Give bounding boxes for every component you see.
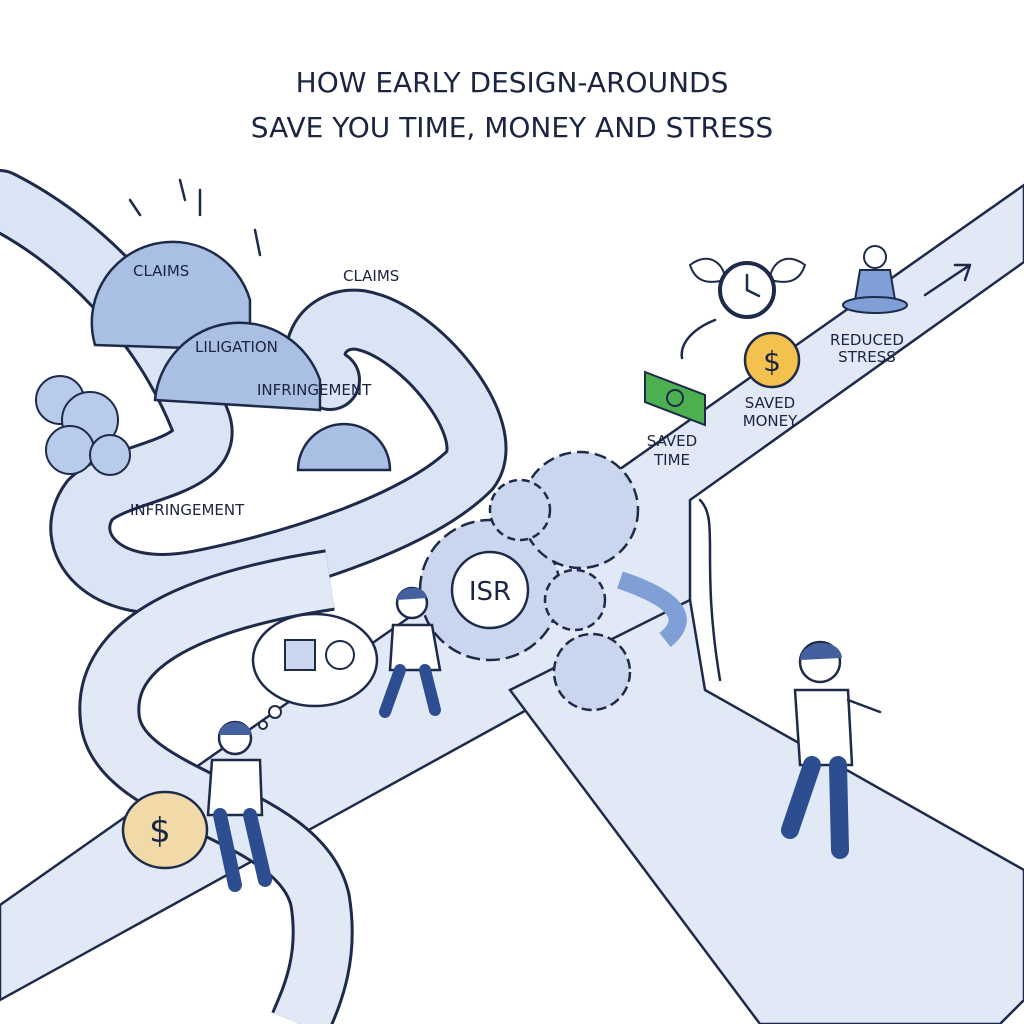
- coin-icon: $: [745, 333, 799, 387]
- gear-middle: [545, 570, 605, 630]
- coin-symbol: $: [763, 345, 781, 378]
- road-claims-label: CLAIMS: [343, 267, 399, 285]
- cash-icon: [645, 372, 705, 425]
- winged-clock-icon: [690, 259, 805, 317]
- cycle-arrow: [682, 320, 715, 358]
- boulder-litigation-label: LILIGATION: [195, 338, 278, 356]
- saved-time-label-2: TIME: [653, 451, 690, 469]
- money-bag: $: [123, 792, 207, 868]
- title-line-2: SAVE YOU TIME, MONEY AND STRESS: [251, 111, 773, 144]
- saved-time-label-1: SAVED: [647, 432, 697, 450]
- infringement-label-lower: INFRINGEMENT: [130, 501, 245, 519]
- boulder-small: [298, 424, 390, 470]
- saved-money-label-1: SAVED: [745, 394, 795, 412]
- gear-small: [490, 480, 550, 540]
- saved-money-label-2: MONEY: [743, 412, 798, 430]
- road-edge: [700, 500, 720, 680]
- gear-bottom: [554, 634, 630, 710]
- title-line-1: HOW EARLY DESIGN-AROUNDS: [296, 66, 729, 99]
- reduced-stress-label-2: STRESS: [838, 348, 896, 366]
- reduced-stress-label-1: REDUCED: [830, 331, 904, 349]
- dust-cloud: [36, 376, 130, 475]
- gear-isr-label: ISR: [469, 577, 511, 607]
- boulder-claims-label: CLAIMS: [133, 262, 189, 280]
- money-bag-symbol: $: [149, 811, 171, 851]
- infringement-label-upper: INFRINGEMENT: [257, 381, 372, 399]
